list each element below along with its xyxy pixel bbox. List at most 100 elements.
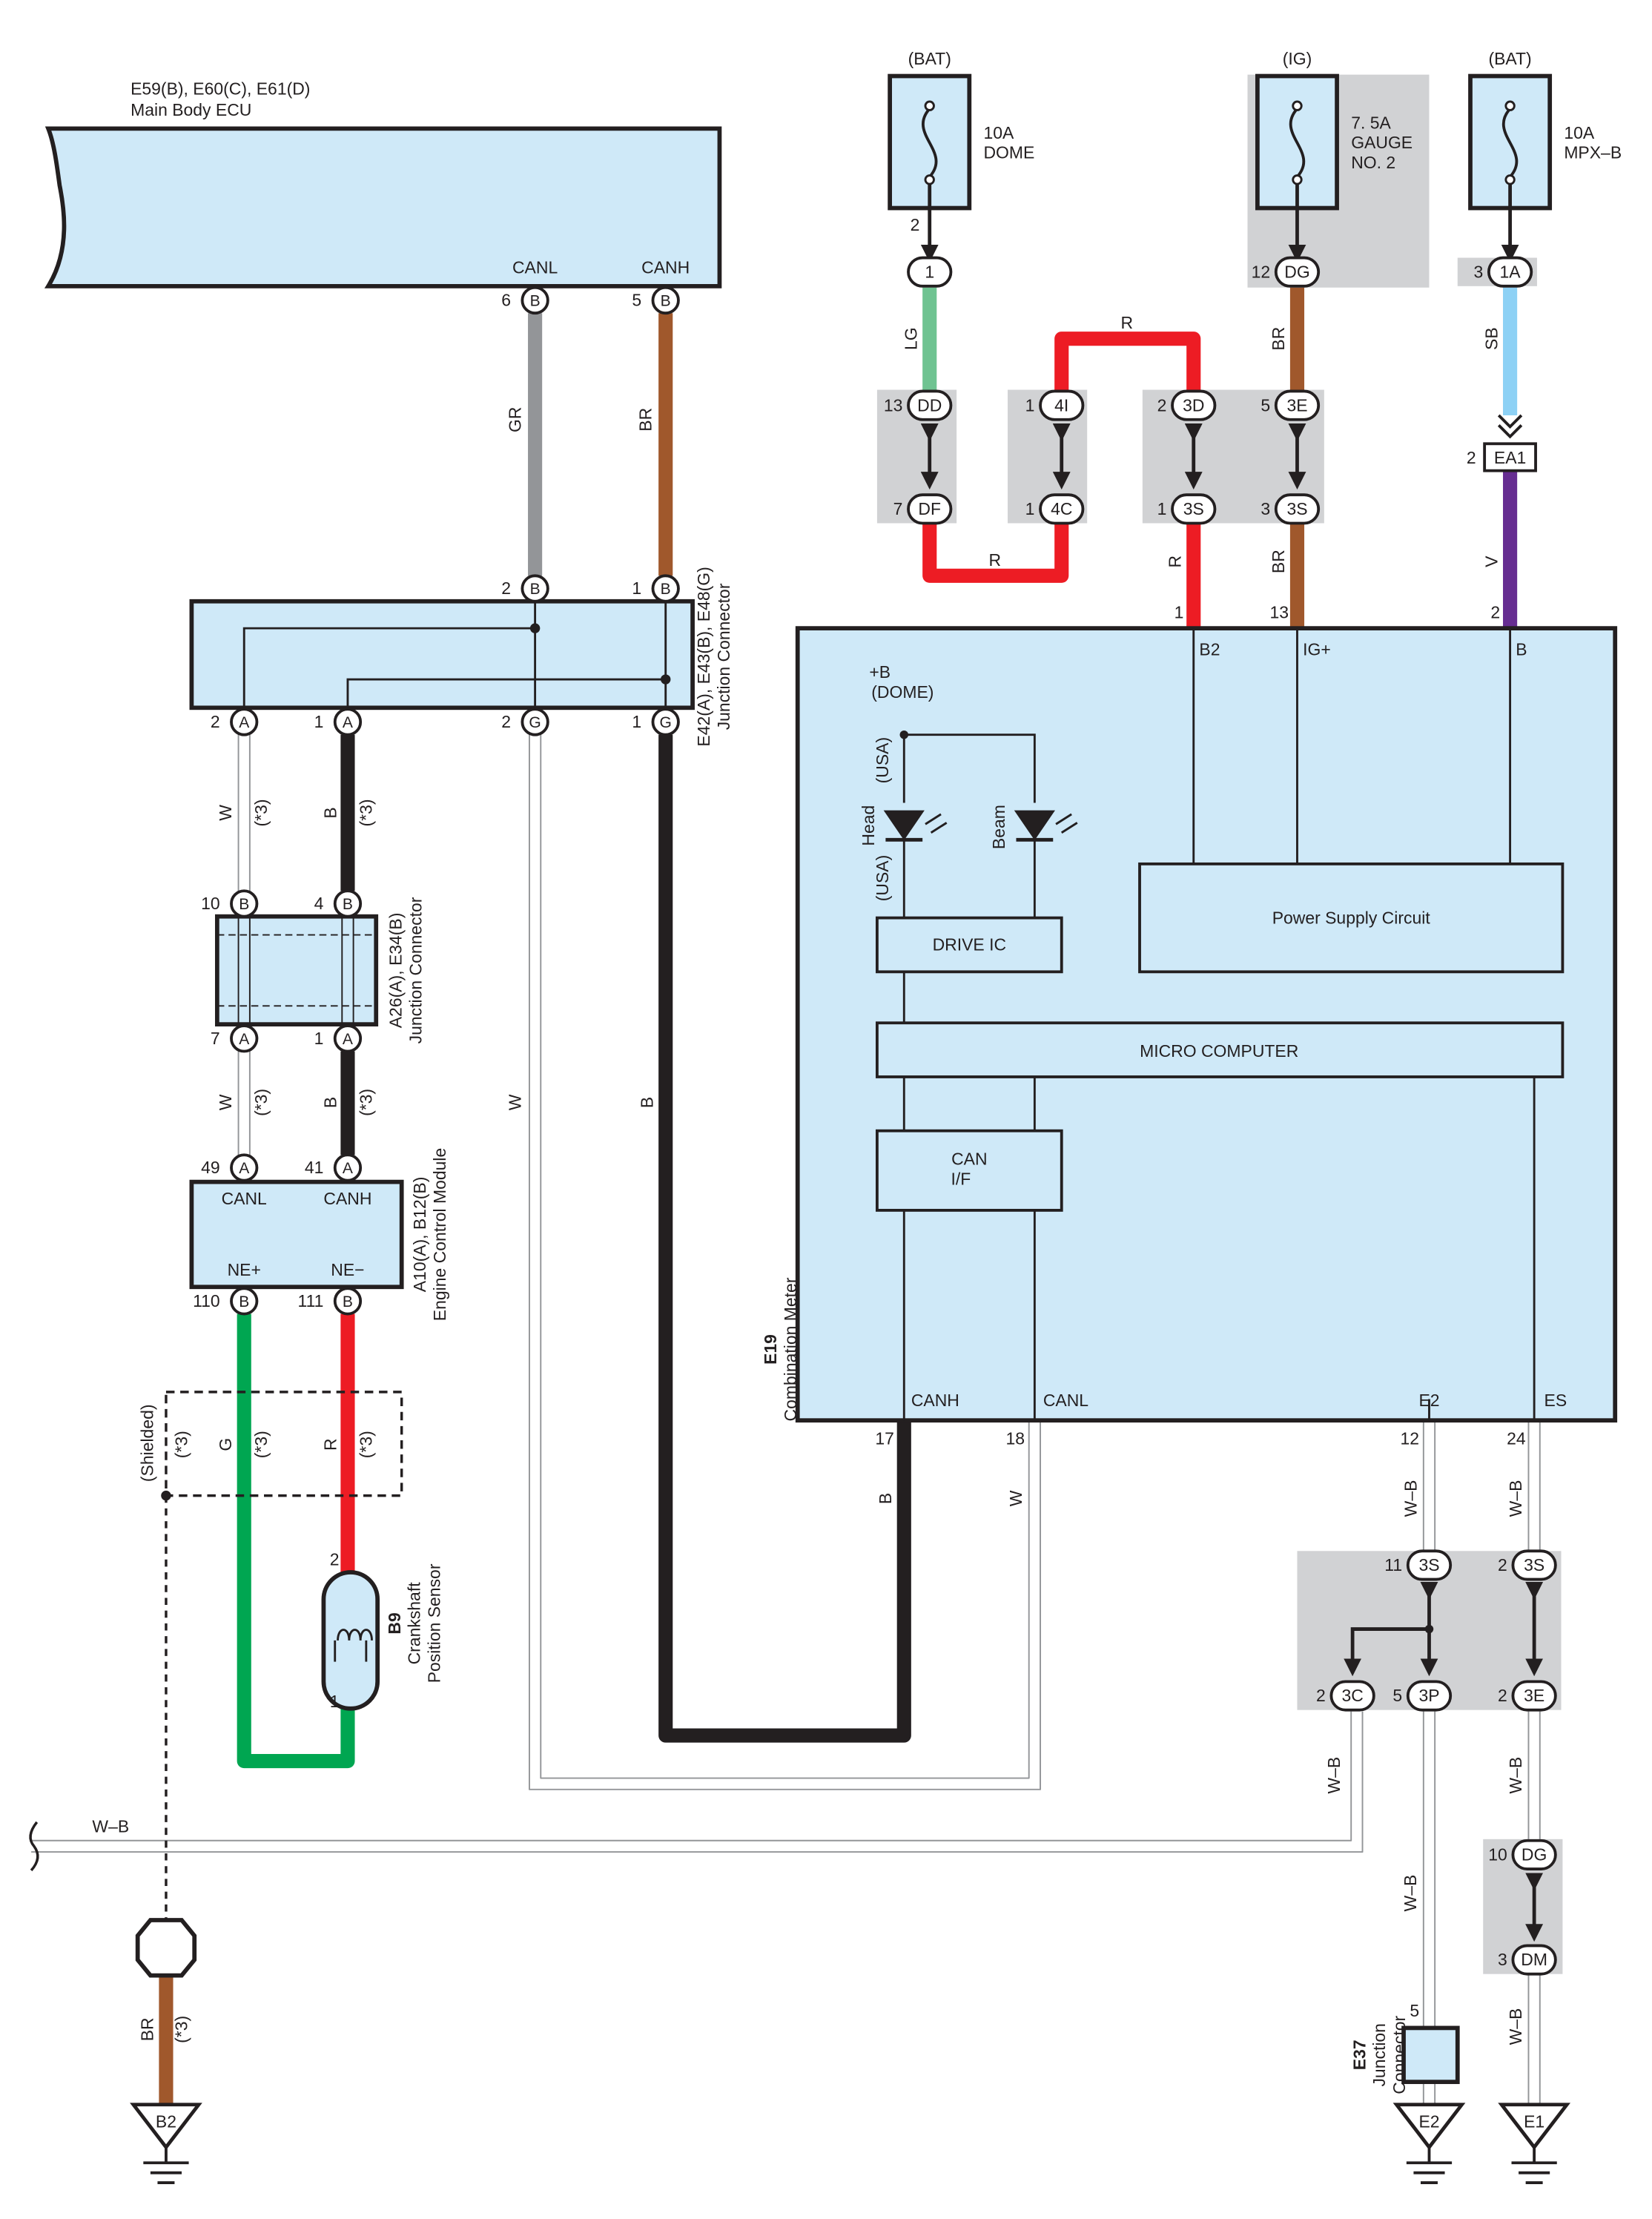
ecm-nep-label: NE+ [228, 1260, 261, 1279]
label-pin_nums-n11: 11 [1384, 1555, 1402, 1575]
conn-e42-g2: G2 [501, 708, 549, 736]
label-pin_nums-n3: 3 [1261, 499, 1270, 518]
label-pin_nums-n2: 2 [1157, 395, 1167, 415]
label-jc_e42-conn-a: A [343, 1160, 353, 1177]
meter-igp-label: IG+ [1303, 639, 1331, 659]
label-jc_e42-conn-b: B [239, 1293, 249, 1310]
conn-e42-b2: B2 [501, 574, 549, 603]
conn-e42-a2: A2 [211, 708, 259, 736]
combination-meter: B2 IG+ B +B (DOME) (USA) (USA) Head Beam… [761, 626, 1618, 1423]
sensor-id: B9 [385, 1612, 404, 1634]
label-wires-r: R [1166, 555, 1185, 568]
label-wires-sb: SB [1481, 327, 1501, 350]
label-ecm-pins-a49: 49 [201, 1158, 220, 1177]
label-ecu-pin_canl: 6 [501, 291, 511, 310]
label-jc_e42-pins-a1: 1 [314, 712, 324, 731]
meter-id: E19 [761, 1334, 780, 1365]
can-if-box [875, 1129, 1063, 1212]
ecu-name: Main Body ECU [130, 100, 251, 119]
label-wires-wb: W–B [1506, 1757, 1525, 1794]
label-wires-b: B [321, 1097, 340, 1108]
conn-a26-b4: B4 [314, 889, 363, 918]
wire-wb-ground [31, 1711, 1364, 1853]
label-sensor-pin_top: 2 [330, 1549, 340, 1569]
wire-wb-e37 [1422, 2082, 1436, 2105]
sensor-name2: Position Sensor [424, 1563, 443, 1683]
label-pin_nums-n5: 5 [1261, 395, 1270, 415]
meter-usa-2: (USA) [873, 855, 892, 901]
label-jc_e42-pins-b1: 1 [632, 578, 641, 598]
wire-wb-3e [1527, 1711, 1541, 1839]
main-body-ecu: E59(B), E60(C), E61(D) Main Body ECU CAN… [44, 79, 722, 288]
splice-dot [1424, 1624, 1434, 1634]
label-meter-pins-p1: 1 [1174, 603, 1184, 622]
conn-ecu-5: B5 [632, 286, 680, 315]
label-conn_ids-dg: DG [1284, 262, 1309, 281]
label-conn_ids-c3: 3C [1341, 1686, 1363, 1705]
label-ecm-pins-b111: 111 [298, 1291, 324, 1310]
label-wires-r: R [321, 1438, 340, 1451]
conn-3p: 3P5 [1392, 1680, 1453, 1712]
label-jc_e42-pins-b2: 2 [501, 578, 511, 598]
ground-e1-label: E1 [1524, 2111, 1544, 2131]
pin-numbers: 1 13 2 17 18 12 24 2 1 5 [330, 603, 1526, 2020]
label-wires-wb: W–B [92, 1816, 129, 1836]
label-wires-star3: (*3) [172, 2016, 191, 2043]
fuse-gauge: (IG) 7. 5A GAUGE NO. 2 [1255, 49, 1413, 263]
wire-wb-es-a [1527, 1420, 1541, 1552]
label-wires-v: V [1481, 555, 1501, 567]
label-wires-br: BR [1269, 550, 1288, 573]
label-wires-w: W [1006, 1490, 1025, 1506]
label-wires-b: B [321, 807, 340, 818]
meter-canh-label: CANH [911, 1391, 959, 1410]
conn-e42-b1: B1 [632, 574, 680, 603]
meter-dome1: +B [869, 662, 891, 682]
crankshaft-sensor: B9 Crankshaft Position Sensor [321, 1563, 443, 1711]
conn-3e-a: 3E5 [1261, 389, 1321, 421]
meter-dome2: (DOME) [871, 682, 934, 702]
label-wires-wb: W–B [1401, 1480, 1420, 1517]
wire-wb-3p [1422, 1711, 1436, 2028]
label-pin_nums-n2: 2 [1498, 1686, 1507, 1705]
label-conn_ids-d3: 3D [1183, 395, 1204, 415]
junction-a26: A26(A), E34(B) Junction Connector [214, 897, 425, 1043]
label-pin_nums-n2: 2 [1316, 1686, 1326, 1705]
label-wires-b: B [876, 1493, 895, 1504]
ground-e1: E1 [1498, 2103, 1571, 2184]
label-pin_nums-n12: 12 [1252, 262, 1271, 281]
fuse-mpx-src: (BAT) [1488, 49, 1531, 68]
ground-e2-label: E2 [1418, 2111, 1439, 2131]
label-conn_ids-c4: 4C [1051, 499, 1072, 518]
meter-name: Combination Meter [781, 1277, 800, 1421]
conn-1: 12 [907, 215, 953, 288]
meter-canl-label: CANL [1043, 1391, 1088, 1410]
label-wires-b: B [637, 1097, 656, 1108]
sensor-name1: Crankshaft [405, 1582, 424, 1665]
ecm-title: A10(A), B12(B) [410, 1177, 429, 1293]
power-supply-box [1138, 862, 1565, 974]
label-meter-pins-p24: 24 [1507, 1429, 1526, 1448]
meter-es-label: ES [1544, 1391, 1567, 1410]
shield-box: (Shielded) [138, 1391, 403, 1501]
can-if-label1: CAN [951, 1150, 987, 1169]
conn-ea1-id: EA1 [1494, 448, 1526, 467]
fuse-mpx-rating: 10A [1564, 123, 1595, 142]
conn-e42-a1: A1 [314, 708, 363, 736]
label-pin_nums-n2: 2 [911, 215, 920, 234]
conn-dm: DM3 [1498, 1944, 1557, 1976]
e37-id: E37 [1349, 2040, 1369, 2070]
conn-a26-a7: A7 [211, 1024, 259, 1053]
wire-wb-dm [1527, 1974, 1541, 2105]
label-ecm-pins-a41: 41 [305, 1158, 324, 1177]
drive-ic-label: DRIVE IC [933, 935, 1006, 954]
jc-e42-title: E42(A), E43(B), E48(G) [694, 567, 713, 746]
conn-a26-a1: A1 [314, 1024, 363, 1053]
conn-ecu-6: B6 [501, 286, 549, 315]
label-meter-pins-p2: 2 [1490, 603, 1500, 622]
ecu-canl-label: CANL [512, 258, 558, 277]
label-conn_ids-c1: 1 [925, 262, 934, 281]
conn-ecm-a41: A 41 [305, 1153, 363, 1182]
ground-bus-break [29, 1821, 39, 1872]
